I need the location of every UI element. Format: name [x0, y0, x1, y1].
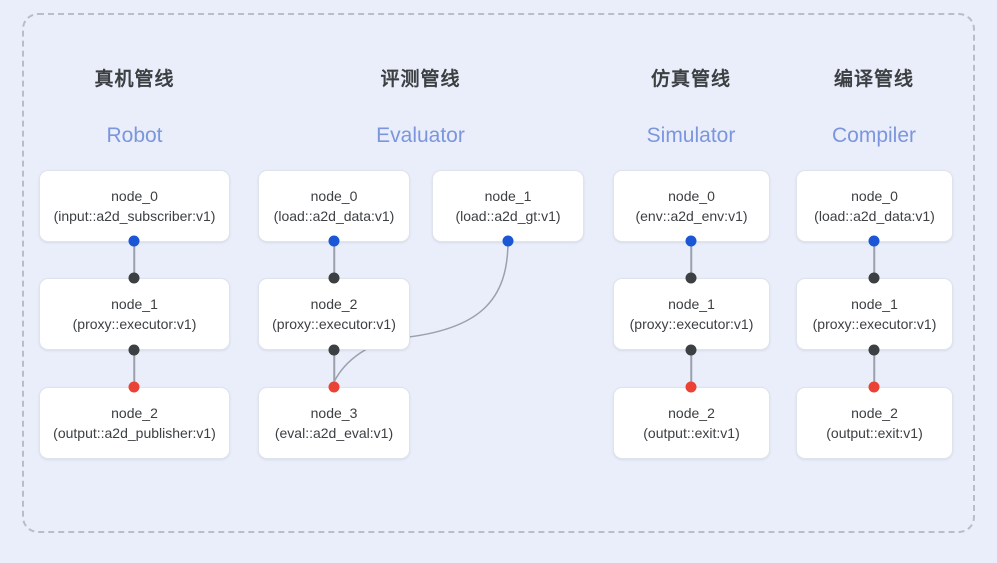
node-id: node_2	[851, 405, 898, 421]
port-dot-out-compiler-node_0[interactable]	[868, 235, 880, 247]
column-subtitle-compiler: Compiler	[831, 124, 917, 147]
node-id: node_1	[111, 296, 158, 312]
column-title-robot: 真机管线	[94, 69, 175, 90]
port-dot-out-evaluator-node_1[interactable]	[502, 235, 514, 247]
node-id: node_0	[851, 188, 898, 204]
node-type: (proxy::executor:v1)	[72, 316, 197, 332]
node-evaluator-node_1[interactable]: node_1 (load::a2d_gt:v1)	[432, 170, 584, 242]
column-robot: 真机管线 Robot	[12, 0, 257, 563]
node-compiler-node_1[interactable]: node_1 (proxy::executor:v1)	[796, 278, 953, 350]
column-simulator: 仿真管线 Simulator	[596, 0, 786, 563]
port-dot-in-robot-node_2[interactable]	[128, 381, 140, 393]
port-dot-in-simulator-node_2[interactable]	[685, 381, 697, 393]
node-id: node_0	[668, 188, 715, 204]
node-compiler-node_0[interactable]: node_0 (load::a2d_data:v1)	[796, 170, 953, 242]
node-simulator-node_2[interactable]: node_2 (output::exit:v1)	[613, 387, 770, 459]
node-type: (proxy::executor:v1)	[812, 316, 937, 332]
node-evaluator-node_3[interactable]: node_3 (eval::a2d_eval:v1)	[258, 387, 410, 459]
port-dot-in-evaluator-node_2[interactable]	[328, 272, 340, 284]
node-type: (env::a2d_env:v1)	[635, 208, 748, 224]
node-simulator-node_0[interactable]: node_0 (env::a2d_env:v1)	[613, 170, 770, 242]
column-title-compiler: 编译管线	[833, 69, 914, 90]
link-comp-1-2	[873, 349, 875, 386]
node-id: node_0	[310, 188, 358, 204]
node-type: (output::exit:v1)	[826, 425, 923, 441]
column-subtitle-robot: Robot	[106, 124, 163, 147]
node-id: node_0	[111, 188, 158, 204]
node-id: node_2	[111, 405, 158, 421]
column-subtitle-simulator: Simulator	[646, 124, 736, 147]
port-dot-in-compiler-node_2[interactable]	[868, 381, 880, 393]
port-dot-out-robot-node_0[interactable]	[128, 235, 140, 247]
node-robot-node_2[interactable]: node_2 (output::a2d_publisher:v1)	[39, 387, 230, 459]
node-id: node_3	[310, 405, 358, 421]
column-compiler: 编译管线 Compiler	[779, 0, 969, 563]
node-compiler-node_2[interactable]: node_2 (output::exit:v1)	[796, 387, 953, 459]
column-title-simulator: 仿真管线	[650, 69, 731, 90]
node-type: (proxy::executor:v1)	[272, 316, 396, 332]
port-dot-out-evaluator-node_0[interactable]	[328, 235, 340, 247]
port-dot-out-simulator-node_1[interactable]	[685, 344, 697, 356]
port-dot-out-evaluator-node_2[interactable]	[328, 344, 340, 356]
node-type: (eval::a2d_eval:v1)	[274, 425, 394, 441]
node-type: (proxy::executor:v1)	[629, 316, 754, 332]
node-id: node_1	[851, 296, 898, 312]
column-subtitle-evaluator: Evaluator	[376, 124, 465, 147]
link-comp-0-1	[873, 241, 875, 278]
link-sim-0-1	[690, 241, 692, 278]
port-dot-out-robot-node_1[interactable]	[128, 344, 140, 356]
column-title-evaluator: 评测管线	[380, 69, 461, 90]
node-type: (output::exit:v1)	[643, 425, 740, 441]
link-robot-1-2	[133, 349, 135, 386]
node-id: node_2	[310, 296, 358, 312]
node-type: (output::a2d_publisher:v1)	[53, 425, 216, 441]
node-id: node_1	[668, 296, 715, 312]
node-simulator-node_1[interactable]: node_1 (proxy::executor:v1)	[613, 278, 770, 350]
port-dot-in-compiler-node_1[interactable]	[868, 272, 880, 284]
node-type: (load::a2d_data:v1)	[273, 208, 395, 224]
link-robot-0-1	[133, 241, 135, 278]
column-evaluator: 评测管线 Evaluator	[258, 0, 583, 563]
node-evaluator-node_2[interactable]: node_2 (proxy::executor:v1)	[258, 278, 410, 350]
node-id: node_1	[484, 188, 532, 204]
node-type: (input::a2d_subscriber:v1)	[53, 208, 216, 224]
node-id: node_2	[668, 405, 715, 421]
node-robot-node_1[interactable]: node_1 (proxy::executor:v1)	[39, 278, 230, 350]
node-type: (load::a2d_data:v1)	[814, 208, 935, 224]
port-dot-out-simulator-node_0[interactable]	[685, 235, 697, 247]
port-dot-in-simulator-node_1[interactable]	[685, 272, 697, 284]
port-dot-in-evaluator-node_3[interactable]	[328, 381, 340, 393]
node-type: (load::a2d_gt:v1)	[455, 208, 561, 224]
node-evaluator-node_0[interactable]: node_0 (load::a2d_data:v1)	[258, 170, 410, 242]
port-dot-in-robot-node_1[interactable]	[128, 272, 140, 284]
link-sim-1-2	[690, 349, 692, 386]
node-robot-node_0[interactable]: node_0 (input::a2d_subscriber:v1)	[39, 170, 230, 242]
port-dot-out-compiler-node_1[interactable]	[868, 344, 880, 356]
